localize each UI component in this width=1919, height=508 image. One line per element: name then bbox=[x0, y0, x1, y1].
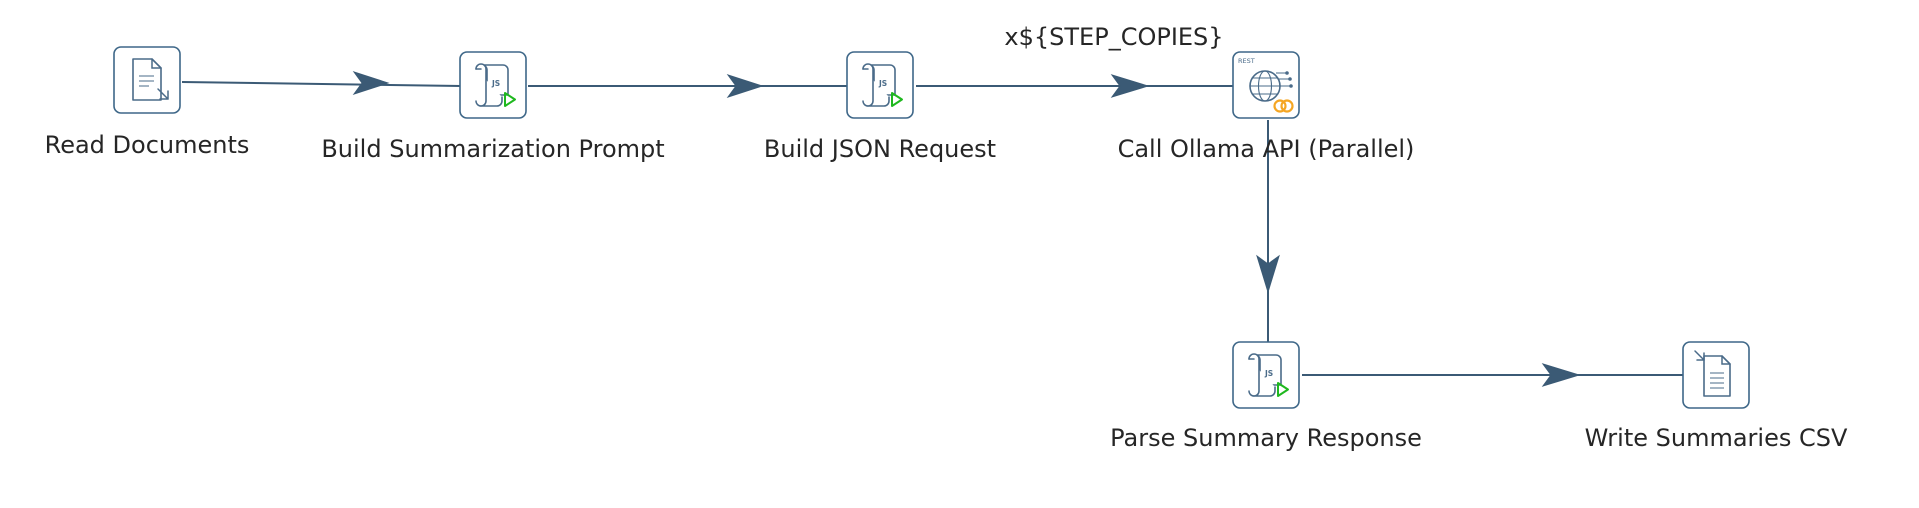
hop-parse-response-to-write-csv[interactable] bbox=[1302, 363, 1684, 387]
step-build-summarization-prompt[interactable]: Build Summarization Prompt bbox=[321, 51, 665, 163]
step-parse-summary-response[interactable]: Parse Summary Response bbox=[1110, 341, 1422, 452]
rest-client-icon bbox=[1231, 50, 1301, 120]
step-call-ollama-api[interactable]: x${STEP_COPIES} Call Ollama API (Paralle… bbox=[1004, 23, 1414, 163]
hop-build-prompt-to-build-json[interactable] bbox=[528, 74, 848, 98]
text-file-output-icon bbox=[1682, 341, 1750, 409]
step-label: Call Ollama API (Parallel) bbox=[1118, 135, 1415, 163]
step-label: Read Documents bbox=[45, 131, 250, 159]
text-file-input-icon bbox=[113, 46, 181, 114]
hop-read-to-build-prompt[interactable] bbox=[181, 71, 462, 95]
step-label: Build Summarization Prompt bbox=[321, 135, 664, 163]
javascript-step-icon bbox=[846, 51, 914, 119]
step-build-json-request[interactable]: Build JSON Request bbox=[764, 51, 996, 163]
step-label: Parse Summary Response bbox=[1110, 424, 1422, 452]
step-copies-badge: x${STEP_COPIES} bbox=[1004, 23, 1223, 51]
javascript-step-icon bbox=[1232, 341, 1300, 409]
hop-call-ollama-to-parse-response[interactable] bbox=[1256, 120, 1280, 342]
step-write-summaries-csv[interactable]: Write Summaries CSV bbox=[1585, 341, 1848, 452]
hop-build-json-to-call-ollama[interactable] bbox=[916, 74, 1234, 98]
javascript-step-icon bbox=[459, 51, 527, 119]
step-read-documents[interactable]: Read Documents bbox=[45, 46, 250, 159]
step-label: Write Summaries CSV bbox=[1585, 424, 1848, 452]
step-label: Build JSON Request bbox=[764, 135, 996, 163]
